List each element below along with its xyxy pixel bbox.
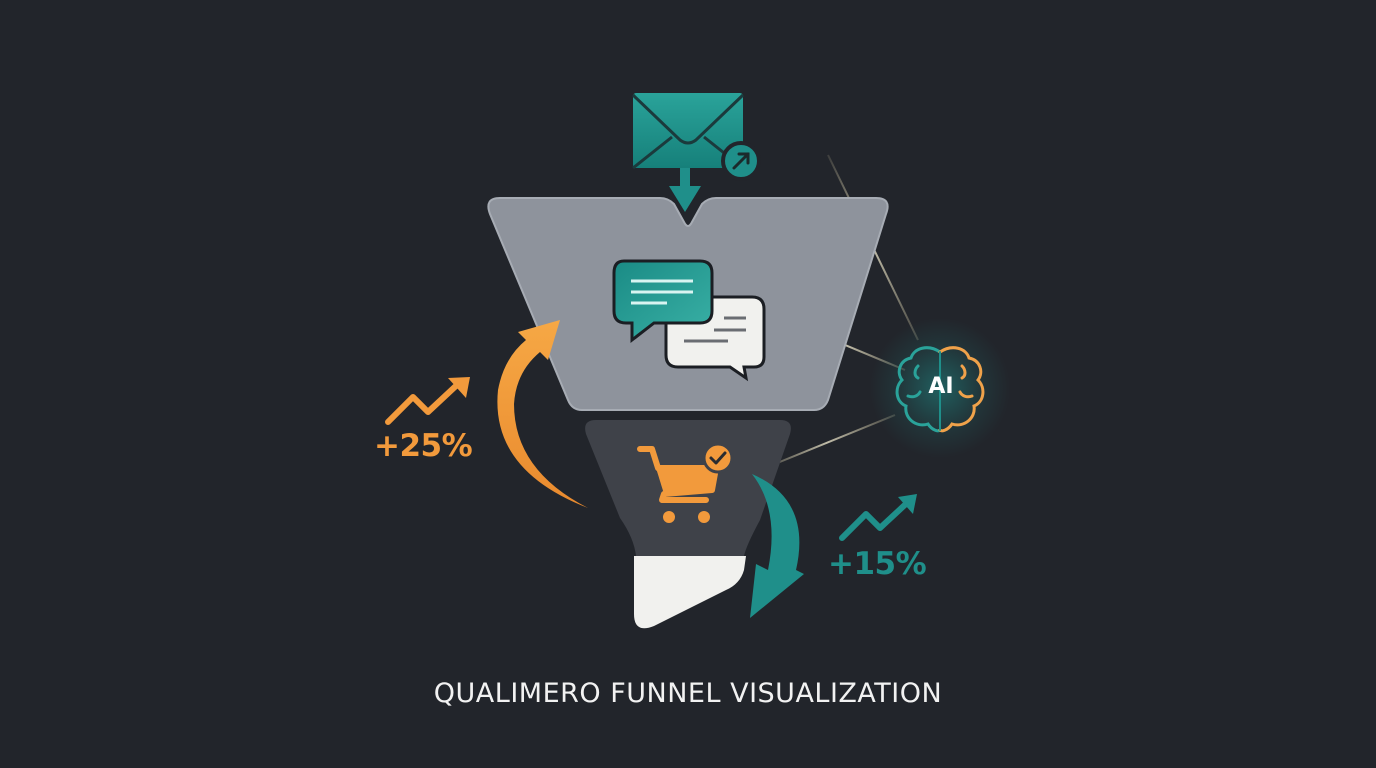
trend-up-icon-left — [385, 381, 461, 425]
ai-node — [870, 318, 1010, 458]
chat-bubbles-icon — [612, 259, 766, 382]
metric-left-label: +25% — [374, 428, 473, 464]
ai-label: AI — [928, 374, 954, 399]
trend-arrowhead-right — [898, 494, 917, 514]
brain-icon — [895, 346, 985, 433]
funnel-stage-bottom — [634, 556, 746, 629]
metric-right-label: +15% — [828, 546, 927, 582]
teal-arrow-down — [750, 474, 804, 618]
orange-arrow-up — [497, 320, 588, 508]
cart-check-icon — [637, 442, 734, 523]
envelope-outbound-icon — [631, 93, 761, 212]
trend-arrowhead-left — [448, 377, 470, 398]
diagram-title: QUALIMERO FUNNEL VISUALIZATION — [433, 678, 943, 709]
trend-up-icon-right — [839, 499, 911, 541]
